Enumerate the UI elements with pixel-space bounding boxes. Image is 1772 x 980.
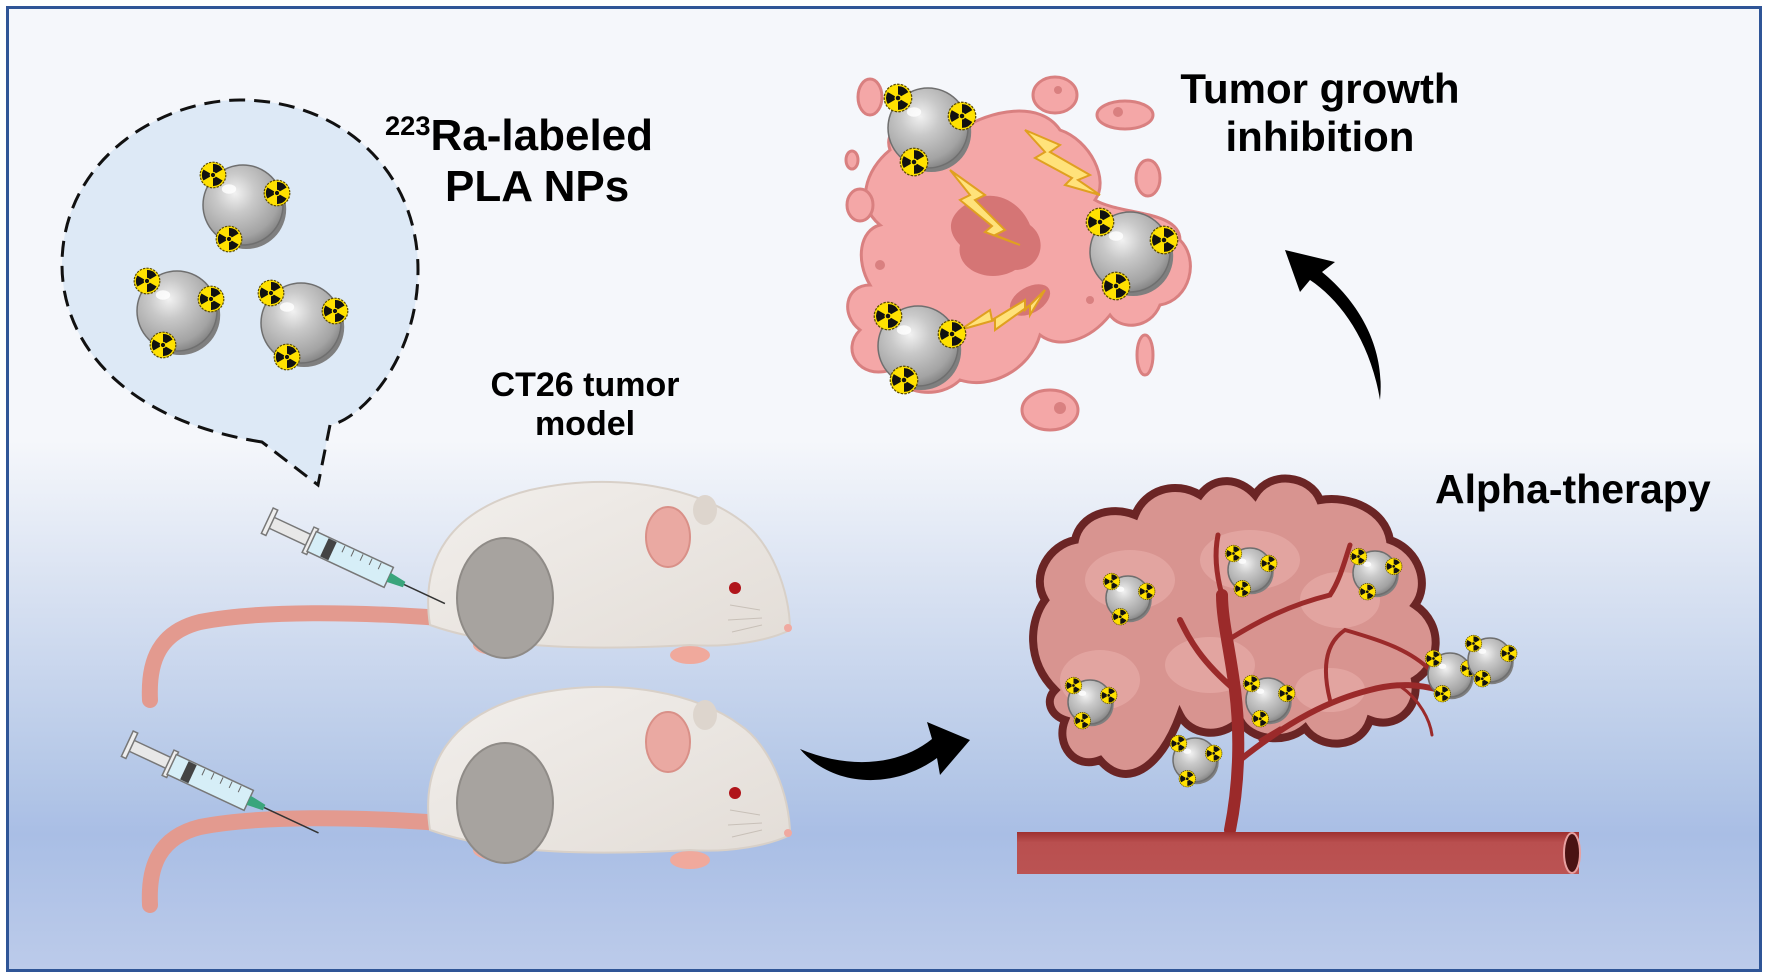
mouse-nose (784, 624, 792, 632)
nanoparticle (1102, 572, 1156, 626)
vessel-opening (1563, 832, 1581, 874)
alpha-lightning (949, 129, 1101, 332)
label-tumor-model-line2: model (534, 405, 636, 444)
mouse-nose (784, 829, 792, 837)
bubble-nanoparticles (133, 161, 349, 371)
nanoparticle (1464, 634, 1518, 688)
cell-fragments (844, 75, 1162, 432)
mouse-eye (729, 787, 741, 799)
mouse (141, 480, 792, 708)
isotope-label: Ra-labeled (430, 111, 654, 160)
arrow-up-icon (1285, 250, 1381, 400)
mouse-whiskers (727, 809, 763, 838)
label-alpha-therapy: Alpha-therapy (1435, 466, 1711, 512)
tumor-nanoparticles (1064, 544, 1518, 788)
destruction-nanoparticles (873, 83, 1179, 395)
nanoparticle (1349, 547, 1403, 601)
mouse-whiskers (727, 604, 763, 633)
speech-bubble (60, 98, 420, 488)
syringe-icon (260, 507, 446, 605)
main-blood-vessel (1017, 832, 1579, 874)
radiation-icon (1464, 634, 1483, 653)
nanoparticle (1085, 207, 1179, 301)
mouse-foot (670, 646, 710, 664)
nanoparticle (1424, 649, 1478, 703)
nanoparticle (257, 279, 349, 371)
nanoparticle (133, 267, 225, 359)
mouse-tumor (456, 537, 554, 659)
label-nanoparticles-line1: 223Ra-labeled (385, 110, 653, 162)
mouse-ear (645, 711, 691, 773)
label-outcome-line2: inhibition (1225, 113, 1415, 161)
nanoparticle (1242, 674, 1296, 728)
nanoparticle (873, 301, 967, 395)
label-nanoparticles: 223Ra-labeled PLA NPs (385, 110, 653, 212)
mouse-tail (141, 605, 448, 708)
nanoparticle (1064, 676, 1118, 730)
mouse-tumor (456, 742, 554, 864)
syringe-icon (120, 730, 319, 834)
mouse-eye (729, 582, 741, 594)
label-nanoparticles-line2: PLA NPs (445, 161, 630, 211)
mouse-tail (141, 810, 448, 913)
arrow-right-icon (800, 722, 970, 781)
label-outcome-line1: Tumor growth (1180, 65, 1460, 112)
radiation-icon (883, 83, 913, 113)
label-outcome: Tumor growth inhibition (1150, 65, 1490, 162)
label-tumor-model-line1: CT26 tumor (490, 366, 680, 404)
nanoparticle (1169, 734, 1223, 788)
nanoparticle (1224, 544, 1278, 598)
nanoparticle (199, 161, 291, 253)
label-tumor-model: CT26 tumor model (460, 366, 710, 444)
mouse-foot (670, 851, 710, 869)
blood-vessel-branches (1177, 532, 1443, 836)
mouse-ear (645, 506, 691, 568)
mouse-ear (693, 495, 717, 525)
nanoparticle (883, 83, 977, 177)
mice-group (120, 480, 792, 913)
mouse-ear (693, 700, 717, 730)
isotope-mass-number: 223 (385, 110, 431, 141)
tumor-vasculature (1017, 474, 1581, 874)
mouse (141, 685, 792, 913)
nanoparticle-bubble (60, 98, 420, 488)
